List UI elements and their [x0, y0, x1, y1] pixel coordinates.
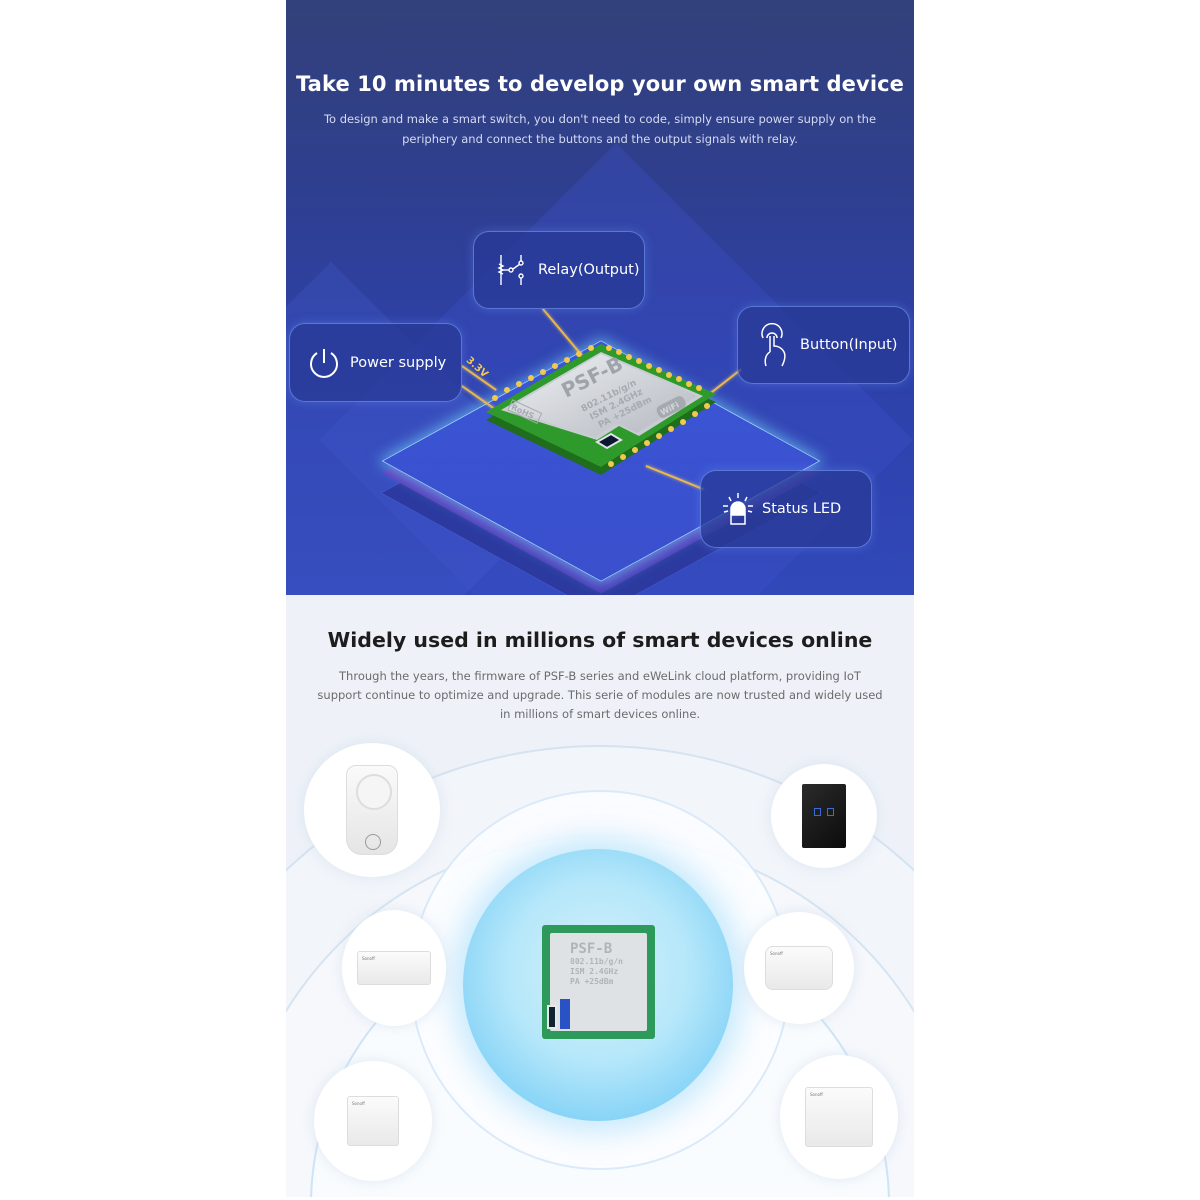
usage-section: Widely used in millions of smart devices… — [286, 595, 914, 1197]
callout-label: Power supply — [350, 354, 447, 371]
device-four-channel-switch: Sonoff — [780, 1055, 898, 1179]
develop-section: Take 10 minutes to develop your own smar… — [286, 0, 914, 595]
led-icon — [719, 492, 757, 526]
touch-wall-switch-image — [802, 784, 846, 848]
power-supply-callout: Power supply — [289, 323, 462, 402]
dual-relay-module-image: Sonoff — [347, 1096, 399, 1146]
four-channel-switch-image: Sonoff — [805, 1087, 873, 1147]
relay-icon — [492, 253, 532, 287]
chip-illustration: PSF-B 802.11b/g/n ISM 2.4GHz PA +25dBm R… — [486, 344, 716, 475]
product-page: Take 10 minutes to develop your own smar… — [286, 0, 914, 1197]
device-mini-switch: Sonoff — [744, 912, 854, 1024]
module-model: PSF-B — [570, 941, 613, 957]
callout-label: Button(Input) — [800, 337, 898, 353]
mini-switch-image: Sonoff — [765, 946, 833, 990]
power-icon — [304, 346, 344, 380]
device-dual-relay-module: Sonoff — [314, 1061, 432, 1181]
section-title: Widely used in millions of smart devices… — [327, 628, 873, 652]
button-input-callout: Button(Input) — [737, 306, 910, 384]
wifi-module-chip: PSF-B 802.11b/g/n ISM 2.4GHz PA +25dBm R… — [471, 330, 731, 490]
module-spec: PA +25dBm — [570, 977, 614, 986]
status-led-callout: Status LED — [700, 470, 872, 548]
callout-label: Relay(Output) — [538, 262, 640, 278]
module-spec: ISM 2.4GHz — [570, 967, 619, 976]
section-description: Through the years, the firmware of PSF-B… — [317, 669, 883, 721]
relay-output-callout: Relay(Output) — [473, 231, 645, 309]
section-title: Take 10 minutes to develop your own smar… — [295, 72, 905, 96]
basic-switch-image: Sonoff — [357, 951, 431, 985]
module-spec: 802.11b/g/n — [570, 957, 623, 966]
device-basic-switch: Sonoff — [342, 910, 446, 1026]
device-smart-plug — [304, 743, 440, 877]
device-touch-wall-switch — [771, 764, 877, 868]
section-description: To design and make a smart switch, you d… — [323, 112, 877, 146]
smart-plug-image — [346, 765, 398, 855]
callout-label: Status LED — [762, 501, 842, 517]
touch-icon — [754, 322, 794, 368]
psf-b-module-image: PSF-B 802.11b/g/n ISM 2.4GHz PA +25dBm — [542, 925, 655, 1039]
